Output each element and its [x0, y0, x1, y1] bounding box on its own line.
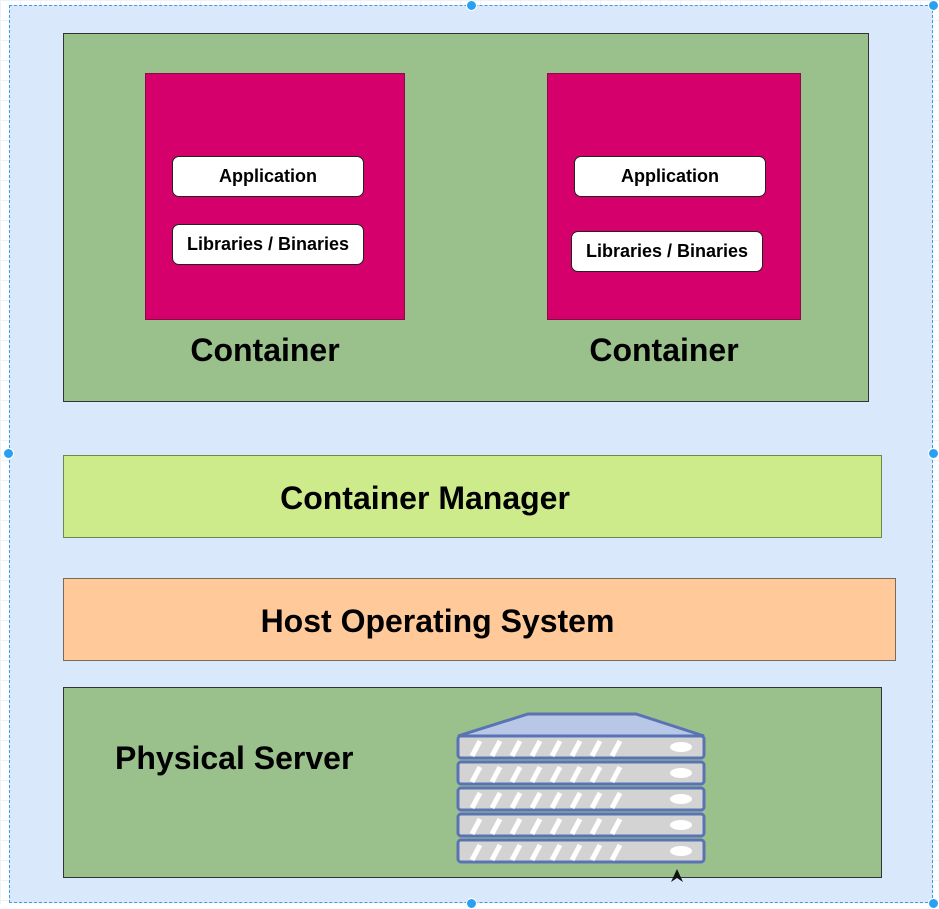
resize-handle-left[interactable]: [3, 448, 14, 459]
server-rack-icon[interactable]: [450, 708, 712, 868]
host-os-label: Host Operating System: [260, 602, 615, 639]
resize-handle-top[interactable]: [466, 0, 477, 11]
container-title-2: Container: [589, 331, 739, 368]
container-title-1: Container: [190, 331, 340, 368]
application-block-1[interactable]: Application: [172, 156, 364, 197]
resize-handle-right[interactable]: [928, 448, 939, 459]
libraries-block-1[interactable]: Libraries / Binaries: [172, 224, 364, 265]
container-manager-label: Container Manager: [280, 479, 570, 516]
mouse-pointer-icon: [671, 869, 683, 882]
libraries-block-2[interactable]: Libraries / Binaries: [571, 231, 763, 272]
server-vent-stripes: [472, 739, 620, 860]
host-os-layer[interactable]: [63, 578, 896, 661]
physical-server-label: Physical Server: [115, 739, 354, 776]
application-block-2[interactable]: Application: [574, 156, 766, 197]
resize-handle-top-right[interactable]: [928, 0, 939, 11]
container-manager-layer[interactable]: [63, 455, 882, 538]
